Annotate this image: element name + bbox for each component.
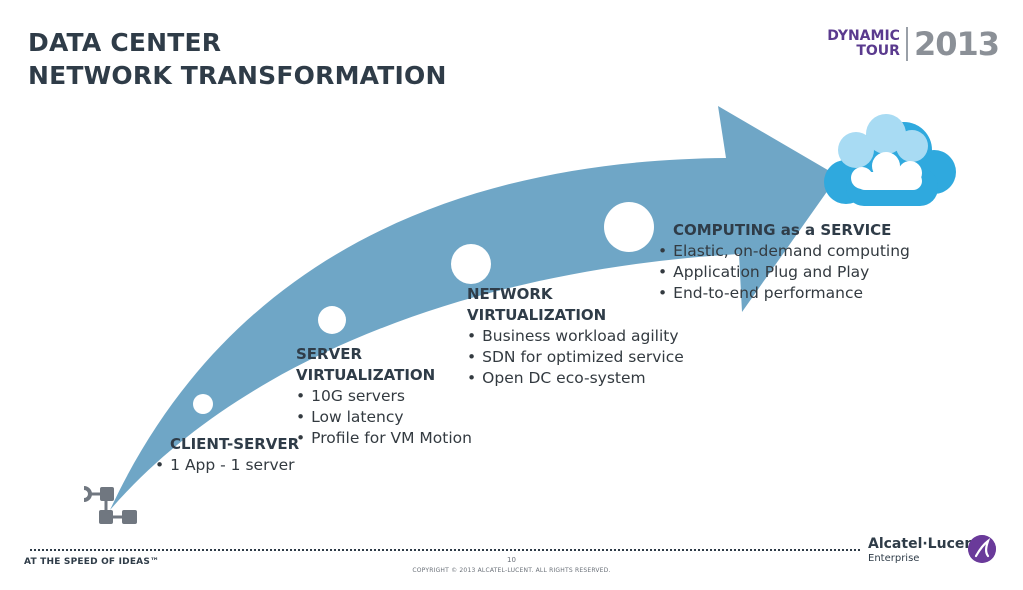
growth-arrow [110, 106, 838, 510]
brand-name: Alcatel·Lucent [868, 536, 982, 552]
stage-title-line: SERVER [296, 345, 363, 363]
stage-bullet: 1 App - 1 server [155, 455, 299, 476]
stage-computing-service: COMPUTING as a SERVICE Elastic, on-deman… [658, 220, 910, 304]
stage-bullet: 10G servers [296, 386, 472, 407]
network-nodes-icon [83, 486, 137, 524]
stage-bullet: End-to-end performance [658, 283, 910, 304]
cloud-icon [824, 114, 956, 206]
stage-title-line: VIRTUALIZATION [467, 306, 607, 324]
stage-title: COMPUTING as a SERVICE [673, 220, 910, 241]
stage-bullet-list: 10G servers Low latency Profile for VM M… [296, 386, 472, 449]
stage-marker-client-server [193, 394, 213, 414]
event-logo: DYNAMIC TOUR 2013 [827, 25, 1000, 63]
page-number: 10 [507, 556, 516, 564]
stage-bullet-list: Elastic, on-demand computing Application… [658, 241, 910, 304]
stage-client-server: CLIENT-SERVER 1 App - 1 server [155, 434, 299, 476]
stage-bullet: Business workload agility [467, 326, 684, 347]
slide-title: DATA CENTER NETWORK TRANSFORMATION [28, 26, 447, 92]
slide-title-line-2: NETWORK TRANSFORMATION [28, 61, 447, 90]
stage-title-line: CLIENT-SERVER [170, 435, 300, 453]
stage-title: NETWORK VIRTUALIZATION [467, 284, 684, 326]
stage-bullet: Profile for VM Motion [296, 428, 472, 449]
brand-mark-icon [968, 535, 996, 563]
footer-divider [30, 549, 860, 551]
stage-bullet-list: 1 App - 1 server [155, 455, 299, 476]
stage-network-virtualization: NETWORK VIRTUALIZATION Business workload… [467, 284, 684, 389]
stage-bullet: SDN for optimized service [467, 347, 684, 368]
stage-bullet: Low latency [296, 407, 472, 428]
stage-bullet: Elastic, on-demand computing [658, 241, 910, 262]
event-logo-year: 2013 [913, 25, 1000, 63]
stage-title-line: COMPUTING as a SERVICE [673, 221, 892, 239]
stage-bullet: Open DC eco-system [467, 368, 684, 389]
event-logo-words: DYNAMIC TOUR [827, 29, 900, 59]
copyright-notice: COPYRIGHT © 2013 ALCATEL-LUCENT. ALL RIG… [412, 567, 611, 574]
stage-title: CLIENT-SERVER [170, 434, 299, 455]
event-logo-word-2: TOUR [856, 43, 900, 59]
brand-logo: Alcatel·Lucent Enterprise [868, 535, 996, 565]
slide-title-line-1: DATA CENTER [28, 28, 222, 57]
stage-marker-network-virtualization [451, 244, 491, 284]
stage-bullet-list: Business workload agility SDN for optimi… [467, 326, 684, 389]
stage-bullet: Application Plug and Play [658, 262, 910, 283]
footer-tagline: AT THE SPEED OF IDEAS™ [24, 557, 160, 567]
event-logo-separator [905, 27, 908, 61]
stage-marker-server-virtualization [318, 306, 346, 334]
stage-server-virtualization: SERVER VIRTUALIZATION 10G servers Low la… [296, 344, 472, 449]
stage-title: SERVER VIRTUALIZATION [296, 344, 472, 386]
stage-marker-computing-service [604, 202, 654, 252]
event-logo-word-1: DYNAMIC [827, 28, 900, 44]
stage-title-line: NETWORK [467, 285, 553, 303]
stage-title-line: VIRTUALIZATION [296, 366, 436, 384]
brand-subtitle: Enterprise [868, 553, 920, 564]
